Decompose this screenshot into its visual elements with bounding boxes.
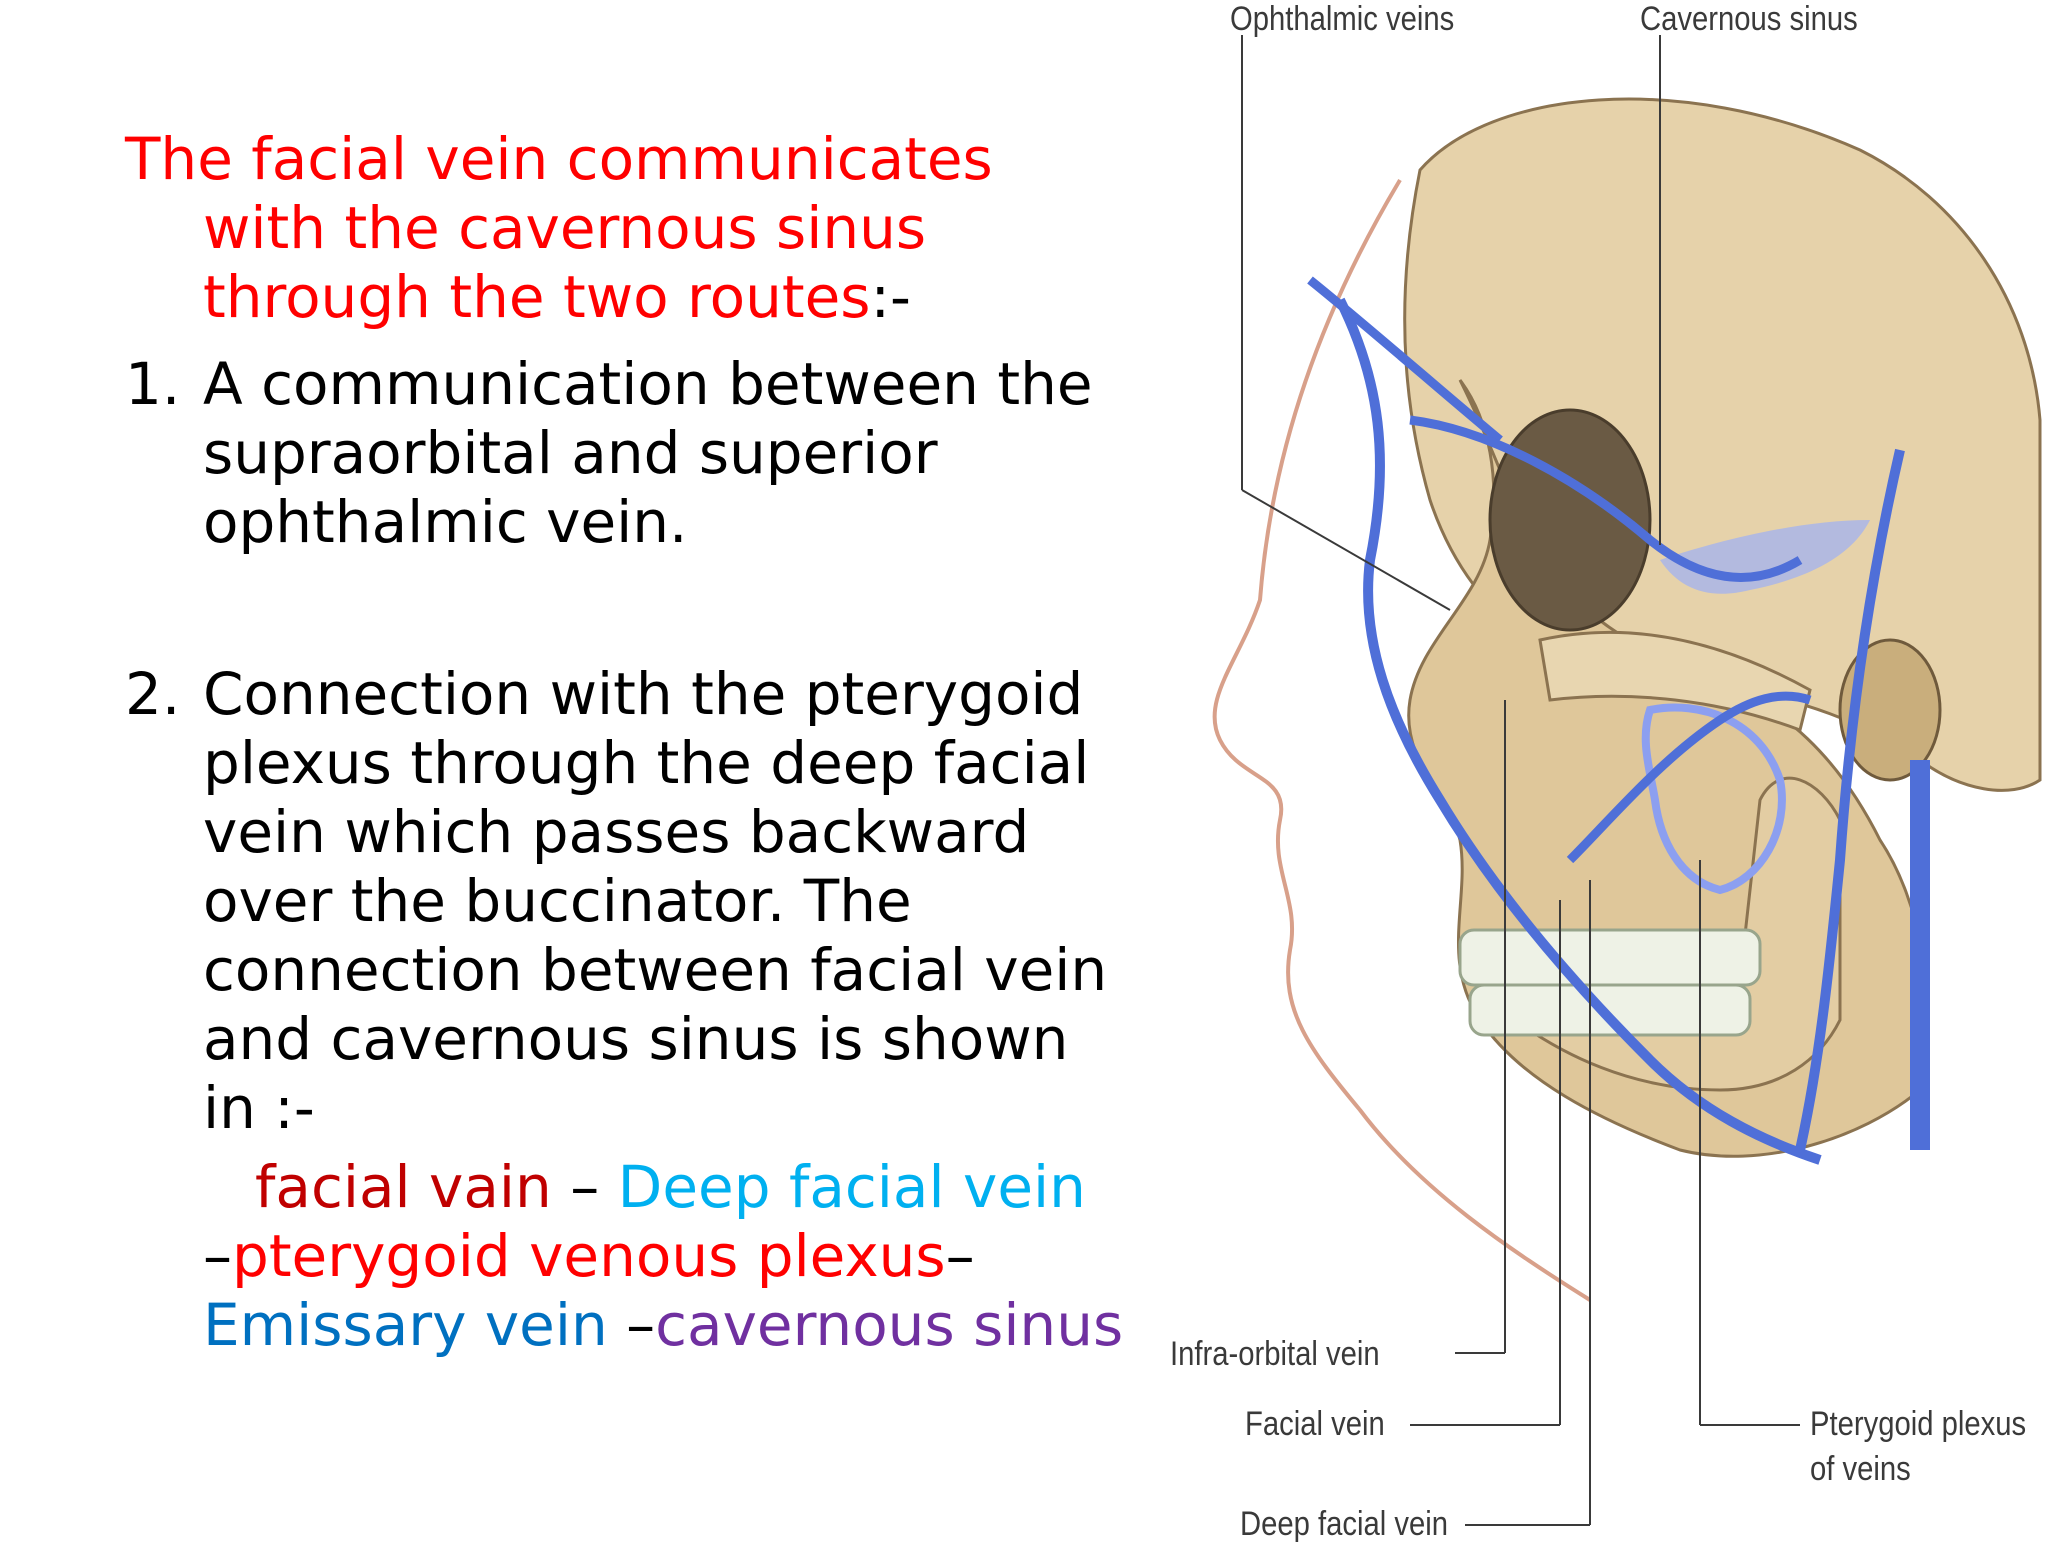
skull-vein-illustration bbox=[1212, 35, 2042, 1526]
list-item-number: 1. bbox=[125, 350, 181, 418]
label-infra-orbital-vein: Infra-orbital vein bbox=[1170, 1335, 1380, 1373]
pathway-line: –pterygoid venous plexus– bbox=[203, 1222, 1125, 1291]
pathway-dash: – bbox=[203, 1222, 232, 1290]
venous-pathway: facial vain – Deep facial vein –pterygoi… bbox=[125, 1153, 1125, 1360]
facial-vein-path bbox=[1335, 297, 1822, 1165]
intro-suffix: :- bbox=[870, 263, 911, 331]
ear-region bbox=[1838, 638, 1942, 782]
list-item-text: A communication between the supraorbital… bbox=[203, 350, 1093, 556]
list-item-text: Connection with the pterygoid plexus thr… bbox=[203, 660, 1108, 1142]
anatomy-figure: Ophthalmic veins Cavernous sinus Infra-o… bbox=[1160, 0, 2048, 1543]
intro-paragraph: The facial vein communicates with the ca… bbox=[125, 125, 1125, 332]
list-item-number: 2. bbox=[125, 660, 181, 728]
pathway-dash: – bbox=[551, 1153, 618, 1221]
retromandibular-vein bbox=[1795, 448, 1905, 1152]
orbit bbox=[1488, 408, 1652, 632]
pathway-line: Emissary vein –cavernous sinus bbox=[203, 1291, 1125, 1360]
lower-teeth bbox=[1468, 983, 1752, 1037]
label-ophthalmic-veins: Ophthalmic veins bbox=[1230, 0, 1455, 38]
label-deep-facial-vein: Deep facial vein bbox=[1240, 1505, 1449, 1543]
pterygoid-plexus-network bbox=[1641, 703, 1786, 895]
pathway-emissary-vein: Emissary vein bbox=[203, 1291, 608, 1359]
ophthalmic-vein bbox=[1409, 415, 1803, 582]
pathway-dash: – bbox=[607, 1291, 656, 1359]
pathway-dash: – bbox=[945, 1222, 975, 1290]
label-facial-vein: Facial vein bbox=[1245, 1405, 1385, 1443]
pathway-pterygoid-plexus: pterygoid venous plexus bbox=[232, 1222, 946, 1290]
pathway-cavernous-sinus: cavernous sinus bbox=[655, 1291, 1124, 1359]
list-item: 2. Connection with the pterygoid plexus … bbox=[125, 660, 1125, 1143]
pathway-line: facial vain – Deep facial vein bbox=[203, 1153, 1125, 1222]
list-item: 1. A communication between the supraorbi… bbox=[125, 350, 1125, 557]
label-cavernous-sinus: Cavernous sinus bbox=[1640, 0, 1858, 38]
intro-heading: The facial vein communicates with the ca… bbox=[125, 125, 993, 331]
text-panel: The facial vein communicates with the ca… bbox=[125, 125, 1125, 1360]
leader-line-ophthalmic-diag bbox=[1241, 489, 1451, 611]
label-pterygoid-plexus-line2: of veins bbox=[1810, 1450, 1911, 1488]
supraorbital-vein bbox=[1307, 276, 1503, 444]
pathway-deep-facial-vein: Deep facial vein bbox=[617, 1153, 1086, 1221]
deep-facial-vein-path bbox=[1566, 691, 1812, 864]
face-outline bbox=[1212, 178, 1592, 1302]
pathway-facial-vein: facial vain bbox=[255, 1153, 552, 1221]
label-pterygoid-plexus: Pterygoid plexus bbox=[1810, 1405, 2027, 1443]
